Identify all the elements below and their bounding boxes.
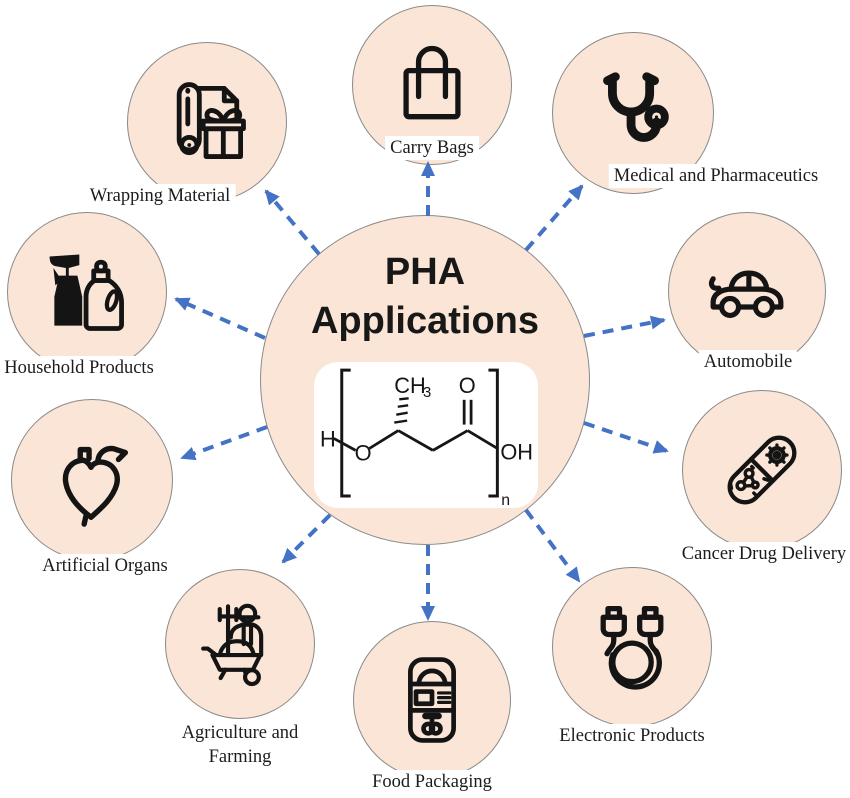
label-automobile: Automobile — [698, 350, 798, 374]
o-carbonyl: O — [459, 373, 476, 398]
label-carry-bags: Carry Bags — [385, 136, 479, 160]
arrow-automobile — [583, 315, 666, 338]
label-electronic-products: Electronic Products — [554, 724, 710, 748]
label-medical-pharmaceutics: Medical and Pharmaceutics — [608, 164, 824, 188]
arrow-agriculture — [281, 513, 332, 564]
stethoscope-icon — [603, 72, 669, 142]
label-agriculture-farming: Agriculture and Farming — [176, 721, 304, 769]
node-food-packaging — [353, 621, 511, 779]
subscript-n: n — [501, 492, 510, 508]
label-wrapping-material: Wrapping Material — [84, 184, 236, 208]
left-bracket — [340, 368, 351, 498]
pha-monomer-structure: H O CH 3 O OH n — [320, 368, 533, 509]
arrow-artificial-organs — [180, 425, 268, 461]
right-bracket — [488, 368, 499, 498]
arrow-wrapping — [264, 189, 321, 256]
label-agriculture-line2: Farming — [208, 747, 272, 767]
hydroxyl: OH — [500, 439, 533, 464]
stereo-hash-bond — [394, 397, 409, 424]
node-household-products — [7, 212, 167, 372]
h-left: H — [320, 426, 336, 451]
car-icon — [708, 270, 784, 319]
farmer-wheelbarrow-icon — [201, 603, 264, 687]
label-agriculture-line1: Agriculture and — [181, 723, 299, 743]
methyl: CH — [394, 373, 425, 398]
o-ether: O — [355, 440, 372, 465]
gift-wrap-roll-icon — [176, 82, 246, 159]
hub-title-line1: PHA — [384, 251, 466, 293]
hub-title-line2: Applications — [310, 300, 540, 342]
arrow-cancer — [583, 421, 669, 454]
node-cancer-drug-delivery — [682, 390, 842, 550]
label-food-packaging: Food Packaging — [367, 770, 497, 794]
methyl-sub: 3 — [423, 385, 431, 401]
label-artificial-organs: Artificial Organs — [37, 554, 173, 578]
label-cancer-drug-delivery: Cancer Drug Delivery — [676, 542, 850, 566]
usb-cable-icon — [600, 605, 664, 690]
food-package-icon — [408, 657, 456, 743]
nanocapsule-icon — [727, 435, 797, 505]
hub-circle: PHA Applications — [260, 215, 590, 545]
node-artificial-organs — [11, 399, 173, 561]
hub-title: PHA Applications — [261, 248, 589, 346]
arrow-household — [174, 297, 266, 340]
cleaning-supplies-icon — [49, 254, 124, 331]
shopping-bag-icon — [403, 45, 461, 120]
label-household-products: Household Products — [0, 356, 159, 380]
arrow-electronic — [524, 508, 581, 583]
node-wrapping-material — [127, 42, 287, 202]
node-electronic-products — [552, 567, 712, 727]
node-automobile — [668, 212, 826, 370]
node-agriculture-farming — [165, 569, 315, 719]
anatomical-heart-icon — [62, 445, 129, 527]
chemical-structure-panel: H O CH 3 O OH n — [314, 362, 538, 509]
arrow-medical — [524, 184, 584, 252]
